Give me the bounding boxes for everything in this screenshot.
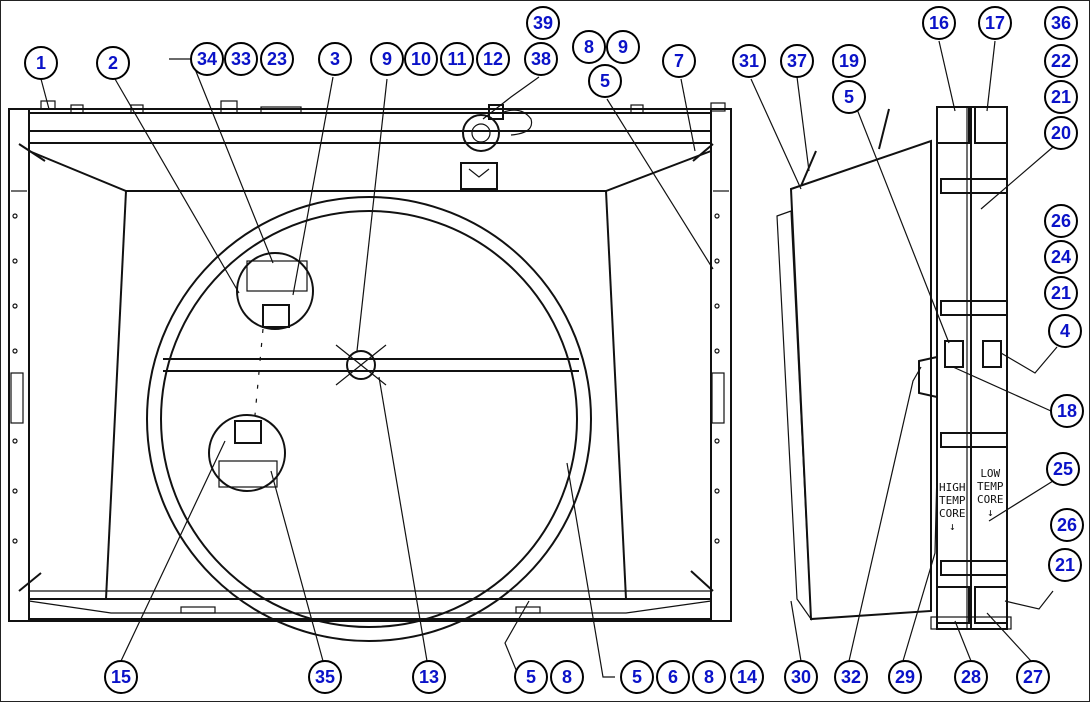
callout-5c: 5 [514,660,548,694]
callout-9: 9 [370,42,404,76]
leader-lines [40,40,1058,678]
callout-2: 2 [96,46,130,80]
callout-6: 6 [656,660,690,694]
callout-8: 8 [572,30,606,64]
callout-16: 16 [922,6,956,40]
callout-4: 4 [1048,314,1082,348]
callout-19: 19 [832,44,866,78]
callout-27: 27 [1016,660,1050,694]
callout-37: 37 [780,44,814,78]
callout-14: 14 [730,660,764,694]
callout-5b: 5 [832,80,866,114]
callout-1: 1 [24,46,58,80]
callout-13: 13 [412,660,446,694]
callout-23: 23 [260,42,294,76]
callout-29: 29 [888,660,922,694]
low-temp-core-label: LOW TEMP CORE ↓ [977,467,1004,519]
callout-33: 33 [224,42,258,76]
callout-28: 28 [954,660,988,694]
callout-32: 32 [834,660,868,694]
callout-38: 38 [524,42,558,76]
callout-24: 24 [1044,240,1078,274]
callout-5d: 5 [620,660,654,694]
callout-34: 34 [190,42,224,76]
callout-35: 35 [308,660,342,694]
callout-26a: 26 [1044,204,1078,238]
callout-21b: 21 [1044,276,1078,310]
callout-3: 3 [318,42,352,76]
callout-25: 25 [1046,452,1080,486]
callout-39: 39 [526,6,560,40]
callout-15: 15 [104,660,138,694]
callout-31: 31 [732,44,766,78]
callout-12: 12 [476,42,510,76]
callout-30: 30 [784,660,818,694]
callout-21c: 21 [1048,548,1082,582]
callout-11: 11 [440,42,474,76]
high-temp-core-label: HIGH TEMP CORE ↓ [939,481,966,533]
callout-22: 22 [1044,44,1078,78]
front-view [8,100,732,642]
callout-26b: 26 [1050,508,1084,542]
callout-17: 17 [978,6,1012,40]
callout-7: 7 [662,44,696,78]
callout-5: 5 [588,64,622,98]
callout-8c: 8 [692,660,726,694]
callout-36: 36 [1044,6,1078,40]
callout-8b: 8 [550,660,584,694]
callout-18: 18 [1050,394,1084,428]
callout-10: 10 [404,42,438,76]
callout-21a: 21 [1044,80,1078,114]
side-view [776,106,1012,630]
callout-20: 20 [1044,116,1078,150]
callout-9b: 9 [606,30,640,64]
